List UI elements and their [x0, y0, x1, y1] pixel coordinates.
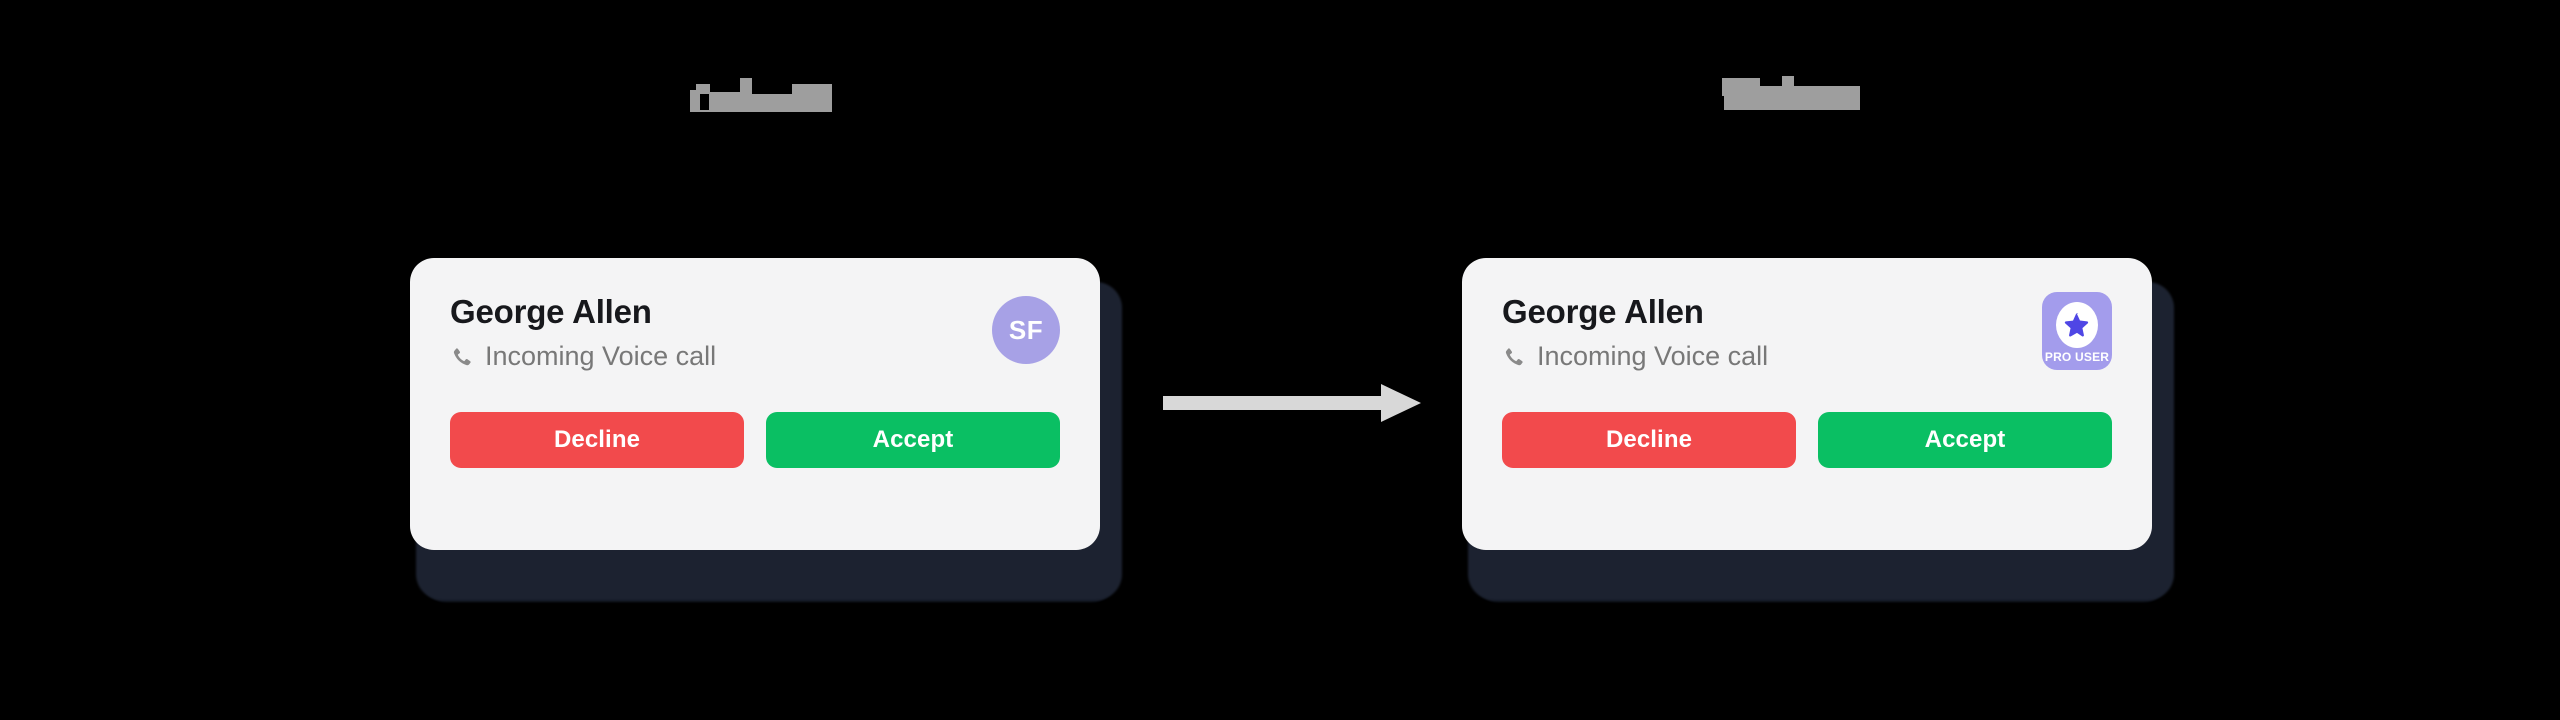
phone-icon	[1502, 345, 1526, 369]
call-actions: Decline Accept	[1502, 412, 2112, 468]
after-label-redacted	[1722, 76, 1860, 110]
avatar: SF	[992, 296, 1060, 364]
pro-user-label: PRO USER	[2044, 349, 2110, 364]
incoming-call-card: George Allen Incoming Voice call SF Decl…	[410, 258, 1100, 550]
arrow-right-icon	[1163, 382, 1421, 424]
card-header: George Allen Incoming Voice call SF	[450, 293, 1060, 406]
call-status-row: Incoming Voice call	[1502, 342, 2112, 372]
caller-name: George Allen	[1502, 293, 1704, 330]
before-label-redacted	[690, 78, 832, 112]
caller-name: George Allen	[450, 293, 652, 330]
pro-user-badge: PRO USER	[2042, 292, 2112, 370]
avatar-initials: SF	[1008, 314, 1044, 345]
card-header: George Allen Incoming Voice call	[1502, 292, 2112, 406]
call-status-row: Incoming Voice call	[450, 342, 1060, 372]
call-card-before: George Allen Incoming Voice call SF Decl…	[410, 258, 1128, 602]
call-actions: Decline Accept	[450, 412, 1060, 468]
call-status-label: Incoming Voice call	[485, 341, 717, 372]
incoming-call-card: George Allen Incoming Voice call	[1462, 258, 2152, 550]
phone-icon	[450, 345, 474, 369]
decline-button[interactable]: Decline	[450, 412, 744, 468]
accept-button[interactable]: Accept	[1818, 412, 2112, 468]
accept-button[interactable]: Accept	[766, 412, 1060, 468]
call-status-label: Incoming Voice call	[1537, 341, 1769, 372]
star-icon	[2056, 301, 2098, 348]
decline-button[interactable]: Decline	[1502, 412, 1796, 468]
call-card-after: George Allen Incoming Voice call	[1462, 258, 2180, 602]
